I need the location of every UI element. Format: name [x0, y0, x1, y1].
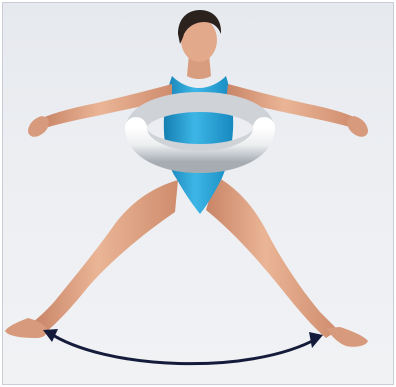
right-leg [206, 176, 338, 338]
right-hand [347, 116, 368, 137]
motion-arrow-right-head [309, 332, 323, 348]
right-foot [326, 327, 368, 347]
motion-arrow-icon [43, 329, 323, 364]
motion-arrow-curve [48, 332, 318, 364]
legs [33, 176, 338, 338]
left-leg [33, 180, 178, 332]
left-hand [28, 116, 49, 137]
